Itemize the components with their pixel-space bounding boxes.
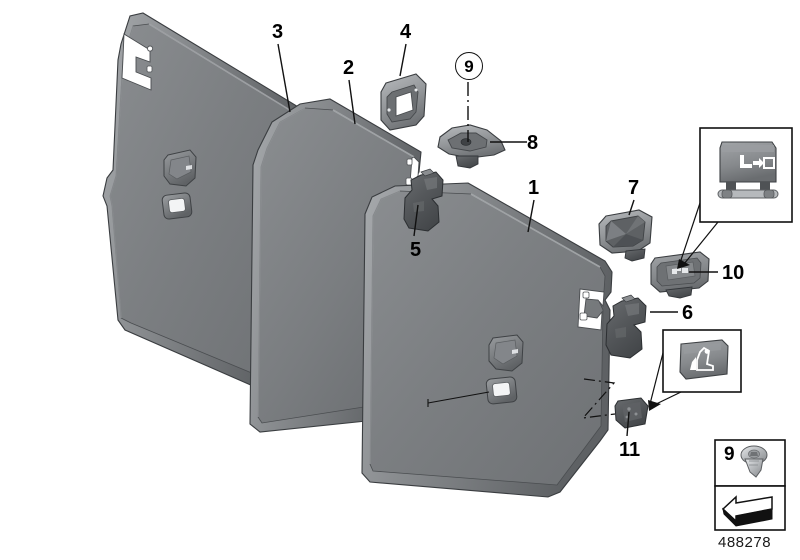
- callout-2: 2: [343, 57, 355, 79]
- part-4-belt-outlet-bezel: [380, 73, 427, 131]
- screw-icon: [740, 445, 768, 478]
- leader-3: [277, 43, 291, 113]
- detail-box-view-direction: [714, 485, 786, 531]
- part-10-cargo-release-button: [650, 251, 710, 299]
- callout-9-boxed: 9: [724, 444, 735, 465]
- callout-6: 6: [682, 302, 694, 324]
- leader-4: [399, 43, 407, 77]
- callout-3: 3: [272, 21, 284, 43]
- leader-11: [626, 411, 630, 437]
- part-11-isofix-anchor-cover: [614, 397, 649, 429]
- detail-box-11: [662, 329, 742, 393]
- part-1-backrest-trim-panel-right: [361, 182, 613, 498]
- detail-box-10: [699, 127, 793, 223]
- callout-5: 5: [410, 239, 422, 261]
- part-5-hinge-cover-left: [403, 168, 444, 232]
- detail-arrow-11: [648, 400, 661, 411]
- detail-arrow-10: [677, 259, 690, 269]
- part-6-hinge-cover-right: [605, 294, 647, 359]
- leader-5: [413, 204, 419, 237]
- callout-8: 8: [527, 132, 539, 154]
- leader-2: [348, 79, 356, 125]
- callout-4: 4: [400, 21, 412, 43]
- detail-box-9: [714, 439, 786, 487]
- callout-9-top: 9: [455, 52, 483, 80]
- callout-7: 7: [628, 177, 640, 199]
- part-8-backrest-release-handle: [437, 124, 506, 169]
- seat-fold-cargo-icon: [717, 141, 779, 199]
- part-7-headrest-guide-funnel: [598, 209, 653, 262]
- callout-11: 11: [619, 439, 641, 461]
- diagram-number-caption: 488278: [718, 534, 772, 551]
- leader-1: [527, 199, 535, 233]
- child-seat-anchor-icon: [679, 339, 729, 380]
- callout-10: 10: [722, 262, 745, 284]
- part-3-backrest-trim-panel-left: [102, 12, 301, 401]
- leader-lines: [277, 43, 718, 437]
- leader-7: [628, 199, 635, 216]
- callout-1: 1: [528, 177, 540, 199]
- view-direction-arrow-icon: [721, 495, 773, 527]
- assembly-path-11: [581, 378, 616, 419]
